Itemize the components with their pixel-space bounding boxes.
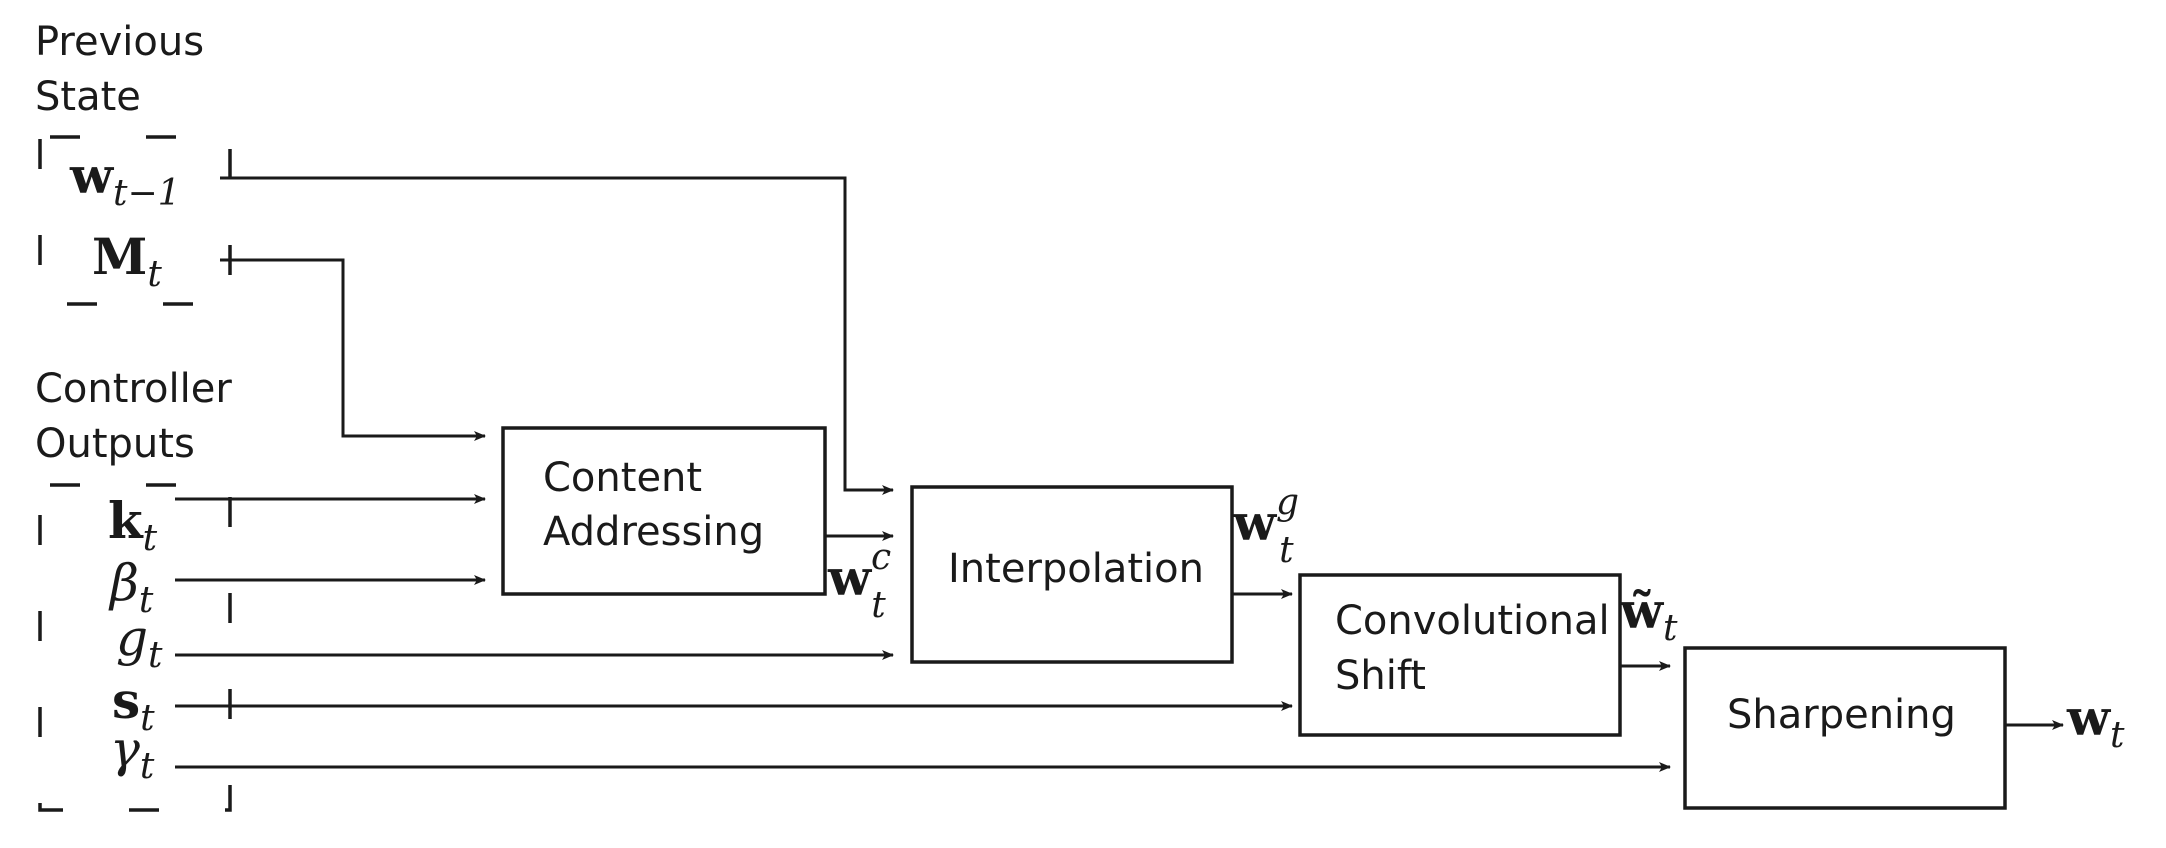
gate-symbol: gt [116,609,163,676]
w-output-symbol: wt [2066,688,2125,756]
gamma-symbol: γt [110,720,155,787]
shift-symbol: st [112,671,155,739]
content-addressing-label: Content Addressing [543,455,764,555]
controller-outputs-group-box [38,483,232,812]
previous-state-label-line2: State [35,74,141,120]
convolutional-shift-label-line2: Shift [1335,653,1426,699]
interpolation-block [910,485,1234,664]
convolutional-shift-block [1298,573,1622,737]
previous-state-label: Previous State [35,19,217,120]
controller-outputs-label-line1: Controller [35,366,232,412]
beta-symbol: βt [108,554,154,621]
sharpening-block [1683,646,2007,810]
content-addressing-label-line2: Addressing [543,509,764,555]
convolutional-shift-label-line1: Convolutional [1335,598,1610,644]
content-addressing-block [501,426,827,596]
memory-symbol: Mt [92,227,162,295]
key-symbol: kt [108,491,158,559]
w-shifted-symbol: w̃t [1619,581,1678,649]
memory-to-content-addressing-arrow [220,258,486,441]
w-prev-to-interpolation-arrow [220,176,894,495]
controller-outputs-label-line2: Outputs [35,421,195,467]
sharpening-label: Sharpening [1727,692,1956,738]
convolutional-shift-label: Convolutional Shift [1335,598,1622,699]
controller-outputs-label: Controller Outputs [35,366,244,467]
interpolation-label: Interpolation [948,546,1204,592]
content-addressing-label-line1: Content [543,455,702,501]
previous-state-label-line1: Previous [35,19,204,65]
w-prev-symbol: wt−1 [69,146,181,214]
